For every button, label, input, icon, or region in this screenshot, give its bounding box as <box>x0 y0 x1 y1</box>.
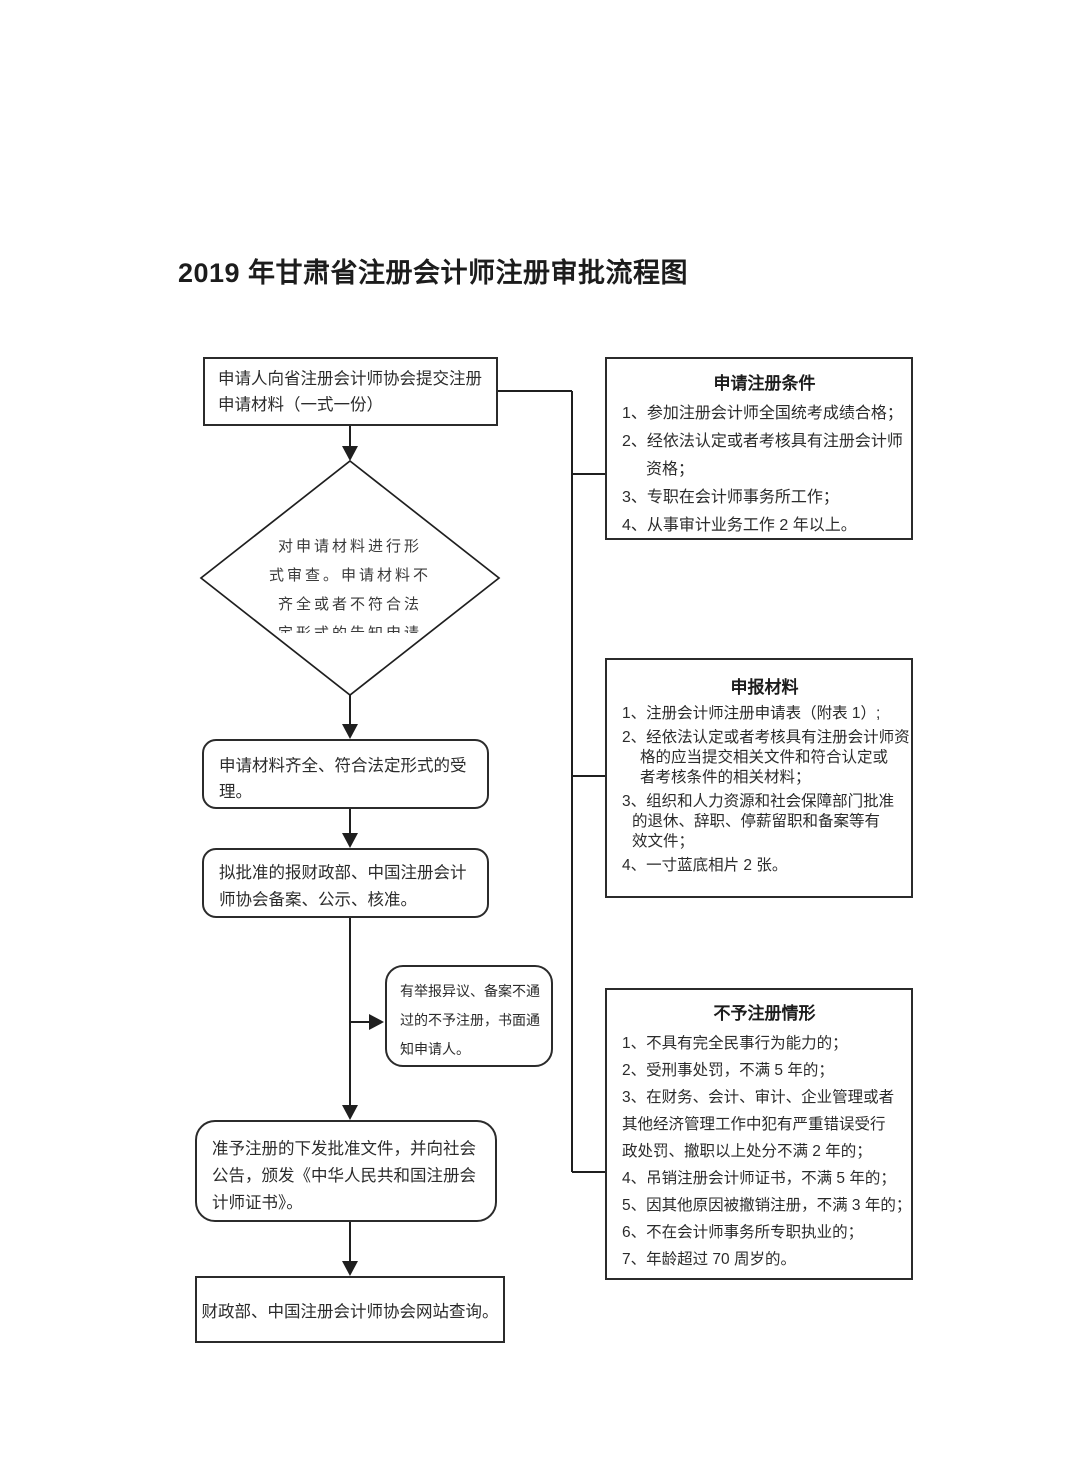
panel-item: 2、经依法认定或者考核具有注册会计师资 格的应当提交相关文件和符合认定或 者考核… <box>622 729 910 786</box>
panel-application-materials: 申报材料 1、注册会计师注册申请表（附表 1）; 2、经依法认定或者考核具有注册… <box>605 658 913 898</box>
panel-title: 不予注册情形 <box>713 1004 816 1023</box>
decision-formal-review-text: 对申请材料进行形 式审查。申请材料不 齐全或者不符合法 定形式的告知申请 <box>268 538 431 633</box>
arrow-submit-to-decision <box>342 426 358 461</box>
panel-item: 4、从事审计业务工作 2 年以上。 <box>622 517 857 534</box>
step-website-query: 财政部、中国注册会计师协会网站查询。 <box>195 1276 505 1343</box>
panel-item: 3、专职在会计师事务所工作； <box>622 489 839 506</box>
step-issue-certificate: 准予注册的下发批准文件，并向社会 公告，颁发《中华人民共和国注册会 计师证书》。 <box>195 1120 497 1222</box>
panel-item: 4、一寸蓝底相片 2 张。 <box>622 857 788 874</box>
panel-item: 7、年龄超过 70 周岁的。 <box>622 1251 796 1268</box>
arrow-report-to-issue <box>342 918 358 1120</box>
panel-registration-conditions: 申请注册条件 1、参加注册会计师全国统考成绩合格； 2、经依法认定或者考核具有注… <box>605 357 913 540</box>
arrow-decision-to-accept <box>342 695 358 739</box>
step-acceptance: 申请材料齐全、符合法定形式的受 理。 <box>202 739 489 809</box>
panel-item: 2、经依法认定或者考核具有注册会计师 资格； <box>622 433 903 478</box>
step-report-for-approval: 拟批准的报财政部、中国注册会计 师协会备案、公示、核准。 <box>202 848 489 918</box>
panel-item: 5、因其他原因被撤销注册，不满 3 年的； <box>622 1197 912 1214</box>
panel-item: 1、参加注册会计师全国统考成绩合格； <box>622 405 903 422</box>
arrow-branch-to-reject-note <box>350 1014 384 1030</box>
page-title: 2019 年甘肃省注册会计师注册审批流程图 <box>177 258 689 288</box>
panel-no-registration-cases: 不予注册情形 1、不具有完全民事行为能力的； 2、受刑事处罚，不满 5 年的； … <box>605 988 913 1280</box>
note-rejection-notice: 有举报异议、备案不通 过的不予注册，书面通 知申请人。 <box>385 965 553 1067</box>
panel-item: 1、注册会计师注册申请表（附表 1）; <box>622 705 881 722</box>
panel-title: 申请注册条件 <box>713 374 816 393</box>
panel-item: 1、不具有完全民事行为能力的； <box>622 1035 848 1052</box>
panel-item: 6、不在会计师事务所专职执业的； <box>622 1224 864 1241</box>
panel-item: 2、受刑事处罚，不满 5 年的； <box>622 1062 834 1079</box>
arrow-accept-to-report <box>342 809 358 848</box>
panel-item: 4、吊销注册会计师证书，不满 5 年的； <box>622 1170 896 1187</box>
panel-title: 申报材料 <box>730 678 799 697</box>
panel-item: 3、在财务、会计、审计、企业管理或者 其他经济管理工作中犯有严重错误受行 政处罚… <box>622 1089 895 1160</box>
step-submit-materials: 申请人向省注册会计师协会提交注册 申请材料（一式一份） <box>203 357 498 426</box>
panel-item: 3、组织和人力资源和社会保障部门批准 的退休、辞职、停薪留职和备案等有 效文件； <box>622 793 895 850</box>
arrow-issue-to-query <box>342 1222 358 1276</box>
